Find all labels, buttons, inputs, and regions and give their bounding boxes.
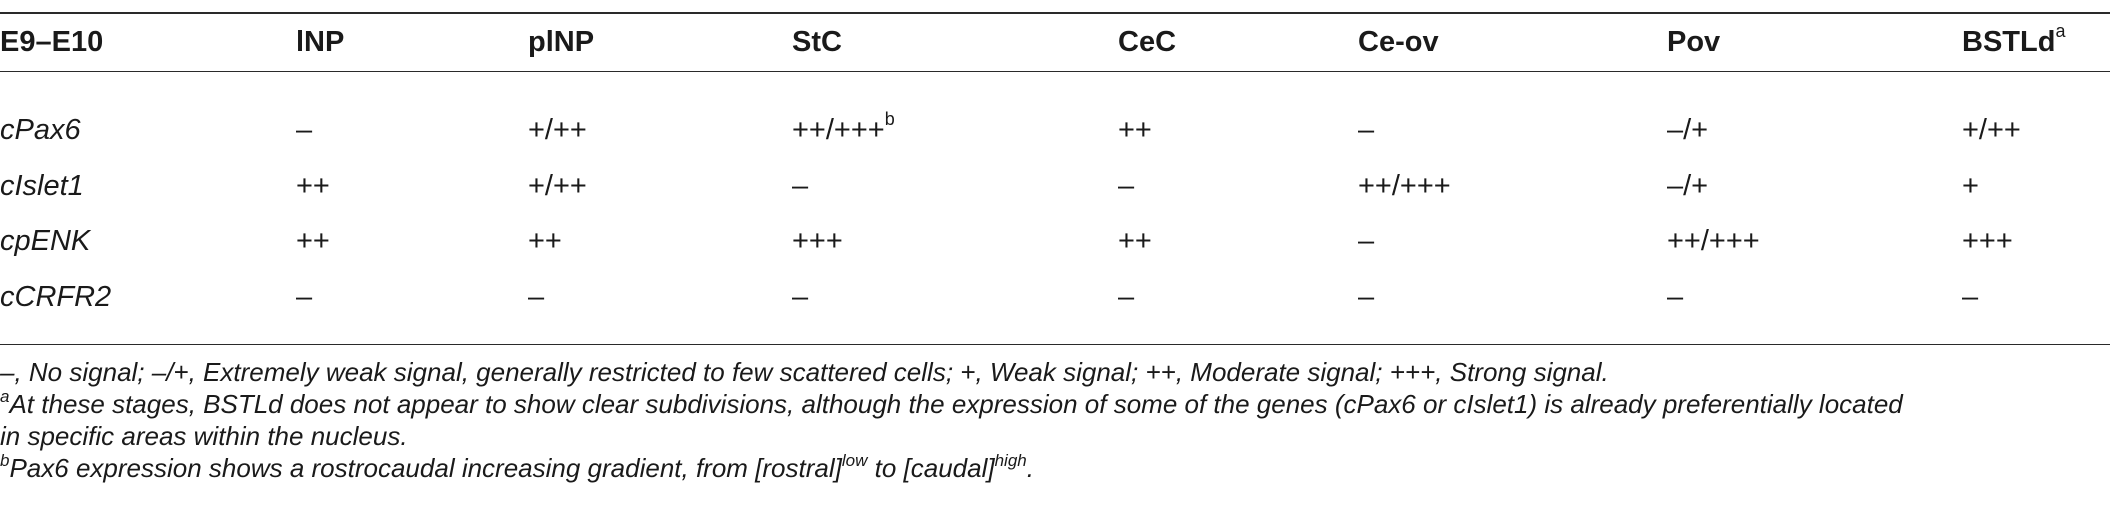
table-cell: + [1962, 170, 1979, 202]
table-row: cpENK ++ ++ +++ ++ – ++/+++ +++ [0, 216, 2110, 266]
superscript-high: high [994, 451, 1027, 470]
table-cell: +/++ [528, 114, 587, 146]
table-cell: ++ [1118, 225, 1152, 257]
table-cell: +/++ [1962, 114, 2021, 146]
table-cell: ++ [296, 225, 330, 257]
table-cell: –/+ [1667, 114, 1709, 146]
header-cec: CeC [1118, 26, 1177, 58]
table-cell: +/++ [528, 170, 587, 202]
gene-name: cpENK [0, 225, 91, 257]
header-plnp: plNP [528, 26, 595, 58]
footnote-a-marker: a [0, 387, 10, 406]
table-cell: – [1358, 281, 1375, 313]
footnote-a-continuation: in specific areas within the nucleus. [0, 421, 408, 451]
header-ce-ov: Ce-ov [1358, 26, 1439, 58]
table-header-rule [0, 71, 2110, 72]
header-bstld: BSTLda [1962, 21, 2066, 58]
header-bstld-footnote-marker: a [2055, 21, 2066, 41]
header-stc: StC [792, 26, 842, 58]
table-header-row: E9–E10 lNP plNP StC CeC Ce-ov Pov BSTLda [0, 22, 2110, 62]
table-footnotes: –, No signal; –/+, Extremely weak signal… [0, 356, 2110, 484]
table-cell: – [1962, 281, 1979, 313]
table-top-rule [0, 12, 2110, 14]
table-cell: ++/+++ [1667, 225, 1760, 257]
table-cell: – [1118, 170, 1135, 202]
table-cell: – [1358, 225, 1375, 257]
table-cell: – [528, 281, 545, 313]
table-cell: – [792, 170, 809, 202]
table-row: cPax6 – +/++ ++/+++b ++ – –/+ +/++ [0, 105, 2110, 155]
gene-name: cCRFR2 [0, 281, 112, 313]
table-cell: – [1358, 114, 1375, 146]
header-lnp: lNP [296, 26, 345, 58]
table-cell: ++/+++ [1358, 170, 1451, 202]
table-cell: ++ [1118, 114, 1152, 146]
header-stage: E9–E10 [0, 26, 104, 58]
table-cell: +++ [792, 225, 843, 257]
table-cell: – [792, 281, 809, 313]
table-row: cIslet1 ++ +/++ – – ++/+++ –/+ + [0, 161, 2110, 211]
footnote-a: aAt these stages, BSTLd does not appear … [0, 387, 1903, 419]
table-cell: ++ [296, 170, 330, 202]
table-cell: – [296, 114, 313, 146]
table-cell: +++ [1962, 225, 2013, 257]
footnote-b-marker: b [0, 451, 10, 470]
footnote-legend: –, No signal; –/+, Extremely weak signal… [0, 357, 1609, 387]
table-cell: – [1118, 281, 1135, 313]
header-pov: Pov [1667, 26, 1721, 58]
table-row: cCRFR2 – – – – – – – [0, 272, 2110, 322]
table-cell: – [1667, 281, 1684, 313]
gene-name: cIslet1 [0, 170, 84, 202]
table-cell: – [296, 281, 313, 313]
table-cell: –/+ [1667, 170, 1709, 202]
footnote-b: bPax6 expression shows a rostrocaudal in… [0, 451, 1034, 483]
table-cell: ++ [528, 225, 562, 257]
gene-name: cPax6 [0, 114, 81, 146]
table-cell: ++/+++b [792, 109, 895, 146]
table-bottom-rule [0, 344, 2110, 345]
cell-footnote-marker: b [884, 109, 895, 129]
superscript-low: low [841, 451, 868, 470]
